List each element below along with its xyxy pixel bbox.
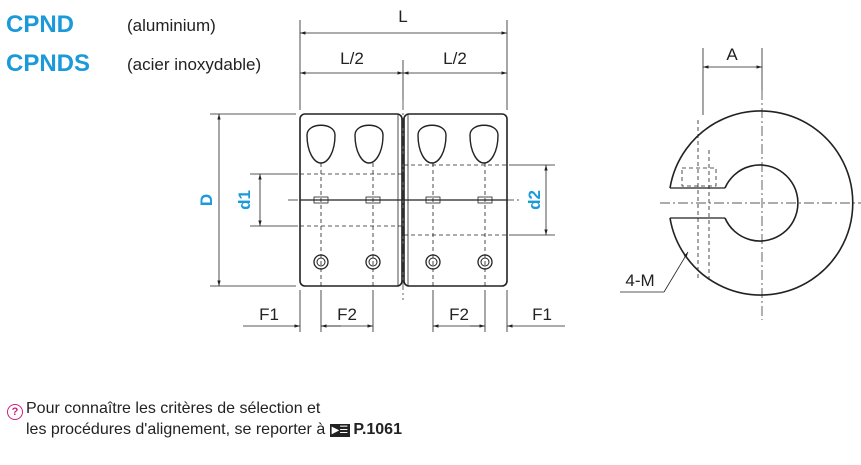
dim-D: D <box>197 194 216 206</box>
side-outer-circle <box>669 110 854 296</box>
selection-note-line-2: les procédures d'alignement, se reporter… <box>26 420 402 440</box>
dim-F1-right: F1 <box>532 305 552 324</box>
product-material-stainless: (acier inoxydable) <box>127 55 262 74</box>
selection-note: ?Pour connaître les critères de sélectio… <box>7 399 320 420</box>
counterbore-3 <box>417 124 447 164</box>
dim-L-half-right: L/2 <box>443 49 467 68</box>
dim-F2-left: F2 <box>337 305 357 324</box>
note-line-1: Pour connaître les critères de sélection… <box>26 400 321 417</box>
product-code-cpnds: CPNDS <box>6 50 91 77</box>
product-code-cpnd: CPND <box>6 11 75 38</box>
hidden-bore-lines <box>300 163 507 286</box>
dim-L: L <box>398 7 407 26</box>
dim-L-half-left: L/2 <box>340 49 364 68</box>
dim-d1: d1 <box>235 190 254 210</box>
dim-4-M: 4-M <box>625 271 654 290</box>
MISUMI-catalog-icon: ▶☰ <box>329 424 351 437</box>
counterbore-2 <box>354 124 384 164</box>
note-line-2: les procédures d'alignement, se reporter… <box>26 421 326 438</box>
counterbore-4 <box>469 124 499 164</box>
catalog-page-link[interactable]: P.1061 <box>353 421 402 438</box>
coupling-side-view <box>620 48 861 320</box>
dim-F1-left: F1 <box>259 305 279 324</box>
tip-icon: ? <box>7 404 23 420</box>
dim-A: A <box>726 45 738 64</box>
dim-d2: d2 <box>525 190 544 210</box>
counterbore-1 <box>306 124 336 164</box>
side-bore <box>724 164 799 242</box>
dim-F2-right: F2 <box>449 305 469 324</box>
product-material-aluminium: (aluminium) <box>127 16 216 35</box>
